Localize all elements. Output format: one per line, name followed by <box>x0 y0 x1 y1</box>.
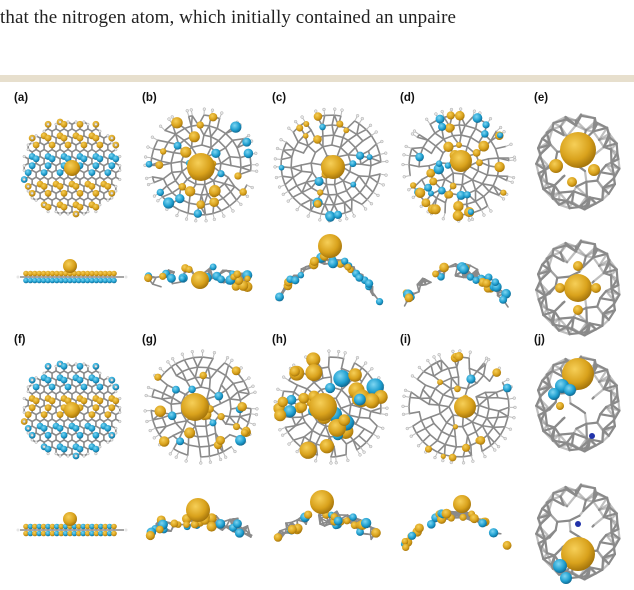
panel-g-top-view <box>140 346 262 468</box>
panel-label-d: (d) <box>400 92 415 104</box>
panel-b-top-view <box>140 104 262 226</box>
panel-g-side-view <box>138 474 262 558</box>
panel-label-e: (e) <box>534 92 548 104</box>
section-divider <box>0 75 634 82</box>
panel-e-cage-top <box>530 230 626 346</box>
panel-label-c: (c) <box>272 92 286 104</box>
panel-h-side-view <box>266 472 390 556</box>
panel-i-side-view <box>394 474 518 558</box>
panel-c-side-view <box>266 224 390 308</box>
panel-h-top-view <box>270 346 392 468</box>
panel-d-top-view <box>398 104 520 226</box>
panel-f-side-view <box>12 510 132 550</box>
body-text-line: that the nitrogen atom, which initially … <box>0 0 634 40</box>
panel-f-top-view <box>12 348 132 468</box>
panel-e-cage-side <box>530 104 626 220</box>
panel-d-side-view <box>394 230 518 314</box>
panel-i-top-view <box>398 346 520 468</box>
panel-a-top-view <box>12 106 132 226</box>
spin-density-figure: (a) (b) (c) (d) (e) (f) (g) (h) (i) (j) <box>0 82 634 567</box>
panel-label-f: (f) <box>14 334 26 346</box>
panel-j-cage-side <box>530 346 626 462</box>
panel-label-b: (b) <box>142 92 157 104</box>
panel-a-side-view <box>12 257 132 297</box>
panel-label-h: (h) <box>272 334 287 346</box>
panel-label-i: (i) <box>400 334 411 346</box>
body-text: that the nitrogen atom, which initially … <box>0 7 456 29</box>
panel-label-a: (a) <box>14 92 28 104</box>
panel-j-cage-top <box>530 474 626 590</box>
panel-c-top-view <box>270 104 392 226</box>
panel-b-side-view <box>138 232 262 316</box>
panel-label-g: (g) <box>142 334 157 346</box>
